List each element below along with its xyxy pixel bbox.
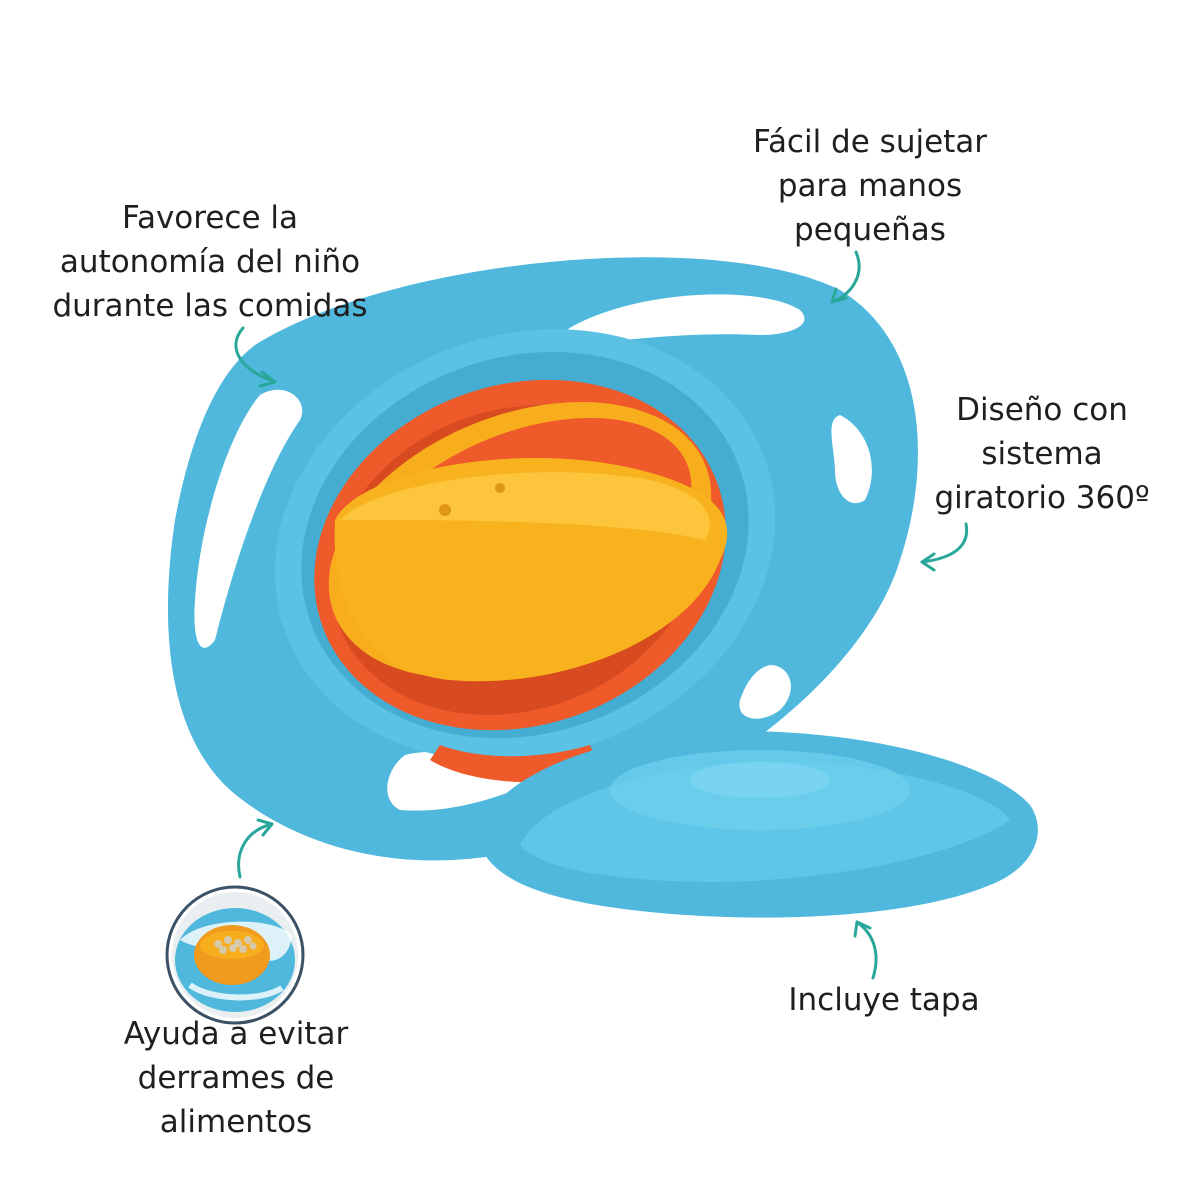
curved-arrow-icon: [234, 326, 277, 388]
handle-right-lower: [831, 415, 872, 504]
gyro-bowl-image: [167, 257, 918, 861]
feature-spill-line-3: alimentos: [159, 1104, 313, 1140]
feature-spill-line-1: Ayuda a evitar: [123, 1016, 349, 1052]
feature-spill-label: Ayuda a evitar derrames de alimentos: [108, 1012, 364, 1144]
lid-image: [479, 731, 1038, 918]
feature-rotation-line-3: giratorio 360º: [934, 480, 1150, 516]
feature-autonomy-line-3: durante las comidas: [52, 288, 368, 324]
feature-spill-line-2: derrames de: [137, 1060, 335, 1096]
feature-grip-label: Fácil de sujetar para manos pequeñas: [740, 120, 1000, 252]
feature-autonomy-label: Favorece la autonomía del niño durante l…: [38, 196, 382, 328]
feature-rotation-line-1: Diseño con: [956, 392, 1128, 428]
handle-right-upper: [563, 294, 805, 345]
feature-grip-line-1: Fácil de sujetar: [752, 124, 988, 160]
feature-autonomy-line-1: Favorece la: [121, 200, 298, 236]
feature-grip-line-2: para manos: [777, 168, 963, 204]
feature-lid-label: Incluye tapa: [770, 978, 998, 1022]
handle-bottom-right: [739, 665, 791, 719]
feature-autonomy-line-2: autonomía del niño: [59, 244, 361, 280]
inset-image: [165, 885, 305, 1025]
curved-arrow-icon: [830, 250, 861, 304]
curved-arrow-icon: [853, 920, 878, 980]
feature-rotation-label: Diseño con sistema giratorio 360º: [930, 388, 1154, 520]
feature-lid-line-1: Incluye tapa: [788, 982, 980, 1018]
feature-rotation-line-2: sistema: [981, 436, 1103, 472]
feature-grip-line-3: pequeñas: [794, 212, 946, 248]
curved-arrow-icon: [237, 818, 274, 879]
handle-left-upper: [194, 389, 303, 648]
curved-arrow-icon: [920, 522, 969, 572]
